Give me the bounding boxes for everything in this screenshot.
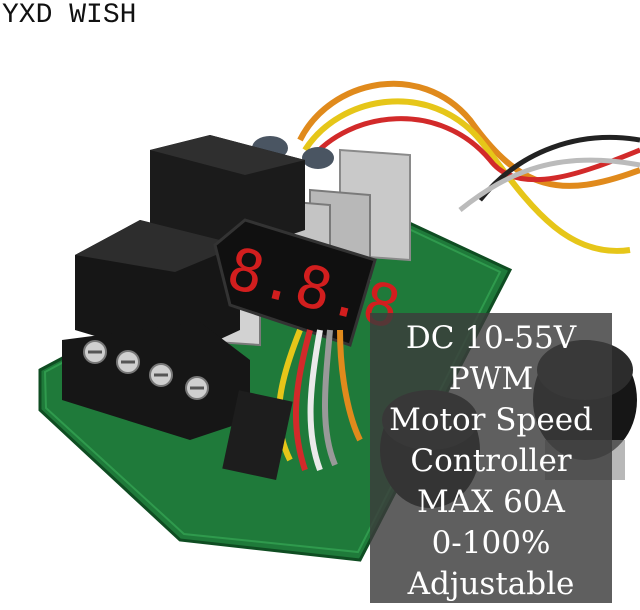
spec-adjustable: Adjustable [407, 566, 575, 602]
spec-pwm: PWM [448, 361, 534, 397]
spec-current: MAX 60A [417, 484, 565, 520]
wire-gray [458, 157, 640, 212]
wire-red [308, 116, 640, 183]
led-display [213, 218, 377, 347]
product-info-panel: DC 10-55V PWM Motor Speed Controller MAX… [370, 313, 612, 603]
brand-watermark: YXD WISH [2, 0, 137, 31]
capacitor [302, 147, 334, 169]
wire-yellow [302, 98, 631, 254]
spec-title-line1: Motor Speed [389, 402, 593, 438]
connector [222, 390, 293, 480]
spec-range: 0-100% [431, 525, 551, 561]
spec-voltage: DC 10-55V [405, 320, 577, 356]
spec-title-line2: Controller [410, 443, 572, 479]
wire-orange [297, 80, 640, 189]
